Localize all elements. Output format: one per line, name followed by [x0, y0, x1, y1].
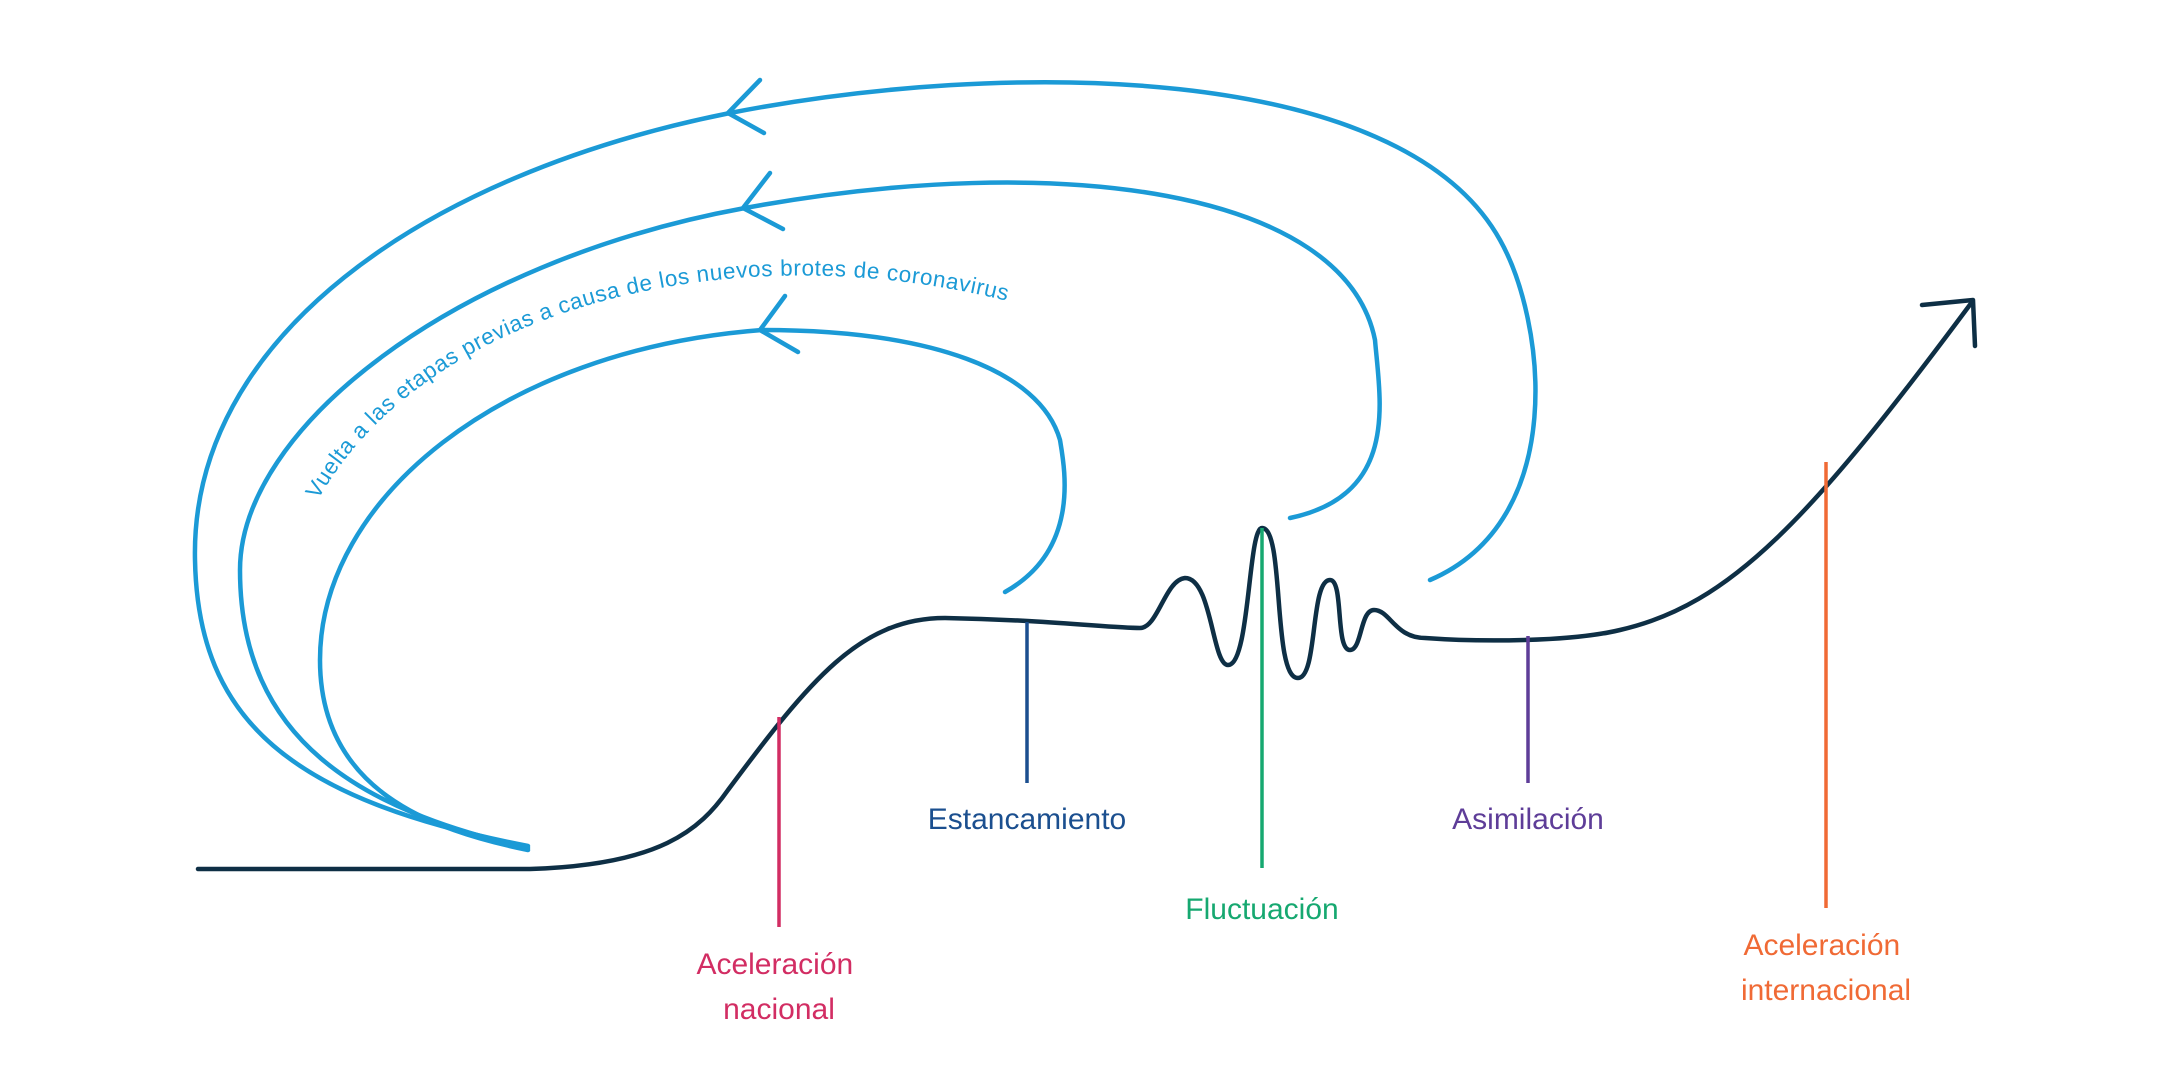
return-arrow-inner	[317, 327, 1067, 853]
arc-label-text: Vuelta a las etapas previas a causa de l…	[301, 255, 1012, 502]
asimilacion-label: Asimilación	[1452, 803, 1604, 836]
stage-labels: Aceleración nacional Estancamiento Fluct…	[696, 803, 1911, 1026]
main-curve-arrowhead	[1919, 297, 1978, 349]
estancamiento-label-line1: Estancamiento	[928, 803, 1126, 836]
aceleracion-internacional-label-line2: internacional	[1741, 974, 1911, 1007]
return-arrow-middle	[237, 180, 1382, 851]
return-arrow-inner-head	[757, 293, 801, 355]
stage-markers	[777, 462, 1828, 927]
estancamiento-label: Estancamiento	[928, 803, 1126, 836]
fluctuacion-label: Fluctuación	[1185, 893, 1338, 926]
main-curve	[195, 299, 1975, 872]
return-arrow-middle-head	[740, 170, 786, 232]
aceleracion-nacional-label-line1: Aceleración	[696, 948, 853, 981]
arc-label: Vuelta a las etapas previas a causa de l…	[301, 255, 1012, 502]
fluctuacion-label-line1: Fluctuación	[1185, 893, 1338, 926]
return-arrows-group	[192, 77, 1538, 853]
aceleracion-internacional-label-line1: Aceleración	[1743, 929, 1900, 962]
main-curve-group	[195, 297, 1978, 872]
return-arrow-outer-head	[725, 77, 767, 136]
aceleracion-nacional-label: Aceleración nacional	[696, 948, 861, 1026]
aceleracion-internacional-label: Aceleración internacional	[1741, 929, 1911, 1007]
aceleracion-nacional-label-line2: nacional	[723, 993, 835, 1026]
asimilacion-label-line1: Asimilación	[1452, 803, 1604, 836]
return-arrow-outer	[192, 80, 1538, 849]
